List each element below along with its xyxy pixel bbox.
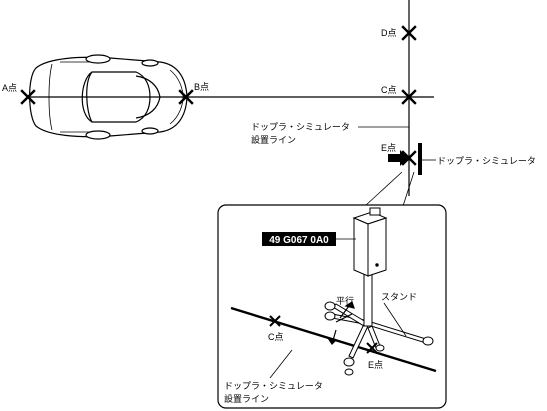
detail-point-c-marker <box>269 315 281 327</box>
simulator-unit <box>352 207 388 277</box>
point-e-label: E点 <box>381 143 396 153</box>
stand-label: スタンド <box>381 292 417 302</box>
doppler-simulator-symbol <box>388 143 436 175</box>
detail-line-label-2: 設置ライン <box>224 393 269 404</box>
point-a-marker <box>20 89 36 105</box>
detail-point-e-label: E点 <box>368 360 383 370</box>
callout-connector <box>364 171 415 207</box>
part-number: 49 G067 0A0 <box>269 235 329 246</box>
detail-point-e-marker <box>366 342 378 354</box>
point-d-marker <box>401 25 417 41</box>
stand <box>324 269 434 376</box>
point-b-label: B点 <box>194 82 209 92</box>
detail-line-label-1: ドップラ・シミュレータ <box>224 381 323 391</box>
installation-line-label-1: ドップラ・シミュレータ <box>251 122 350 132</box>
point-markers <box>20 25 417 166</box>
installation-line-label-2: 設置ライン <box>251 134 296 145</box>
doppler-simulator-label: ドップラ・シミュレータ <box>437 156 536 166</box>
arrow-icon <box>388 150 408 166</box>
point-a-label: A点 <box>2 83 17 93</box>
part-number-badge <box>262 232 336 246</box>
point-c-marker <box>401 89 417 105</box>
point-b-marker <box>178 89 194 105</box>
point-c-label: C点 <box>381 85 397 95</box>
detail-point-c-label: C点 <box>268 332 284 342</box>
detail-view: 49 G067 0A0 平行 スタンド C点 E点 ドップラ・シミュレータ 設置… <box>217 204 447 409</box>
point-e-marker <box>401 150 417 166</box>
installation-line-callout: ドップラ・シミュレータ 設置ライン <box>251 122 409 145</box>
parallel-indicator <box>326 301 355 345</box>
parallel-label: 平行 <box>336 295 354 306</box>
point-d-label: D点 <box>381 28 397 38</box>
